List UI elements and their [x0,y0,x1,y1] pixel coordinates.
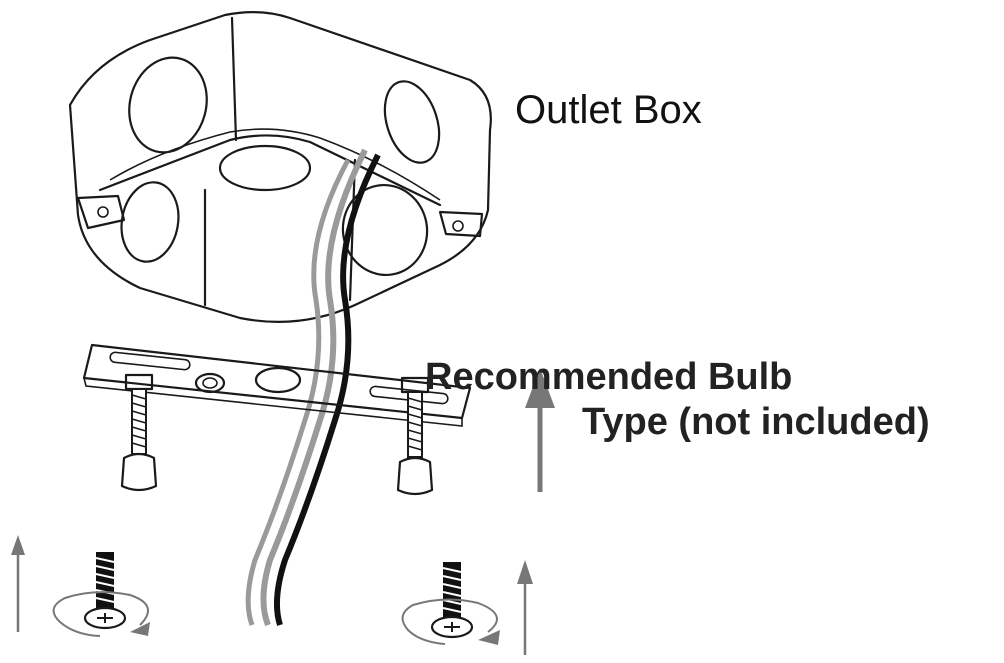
left-screw [83,552,127,630]
electrical-wires [245,148,381,627]
mounting-crossbar [82,343,472,427]
outlet-box-label: Outlet Box [515,88,702,132]
bulb-label-line2: Type (not included) [582,401,930,443]
right-rotation-arrow [401,598,500,645]
outlet-box [68,11,492,323]
left-stud [120,373,158,492]
bulb-label-line1: Recommended Bulb [425,356,792,398]
up-arrow-center [525,368,555,492]
up-arrow-right [517,560,533,655]
left-rotation-arrow [52,591,150,637]
up-arrow-left [11,535,25,632]
right-stud [396,376,434,496]
right-screw [430,562,474,639]
